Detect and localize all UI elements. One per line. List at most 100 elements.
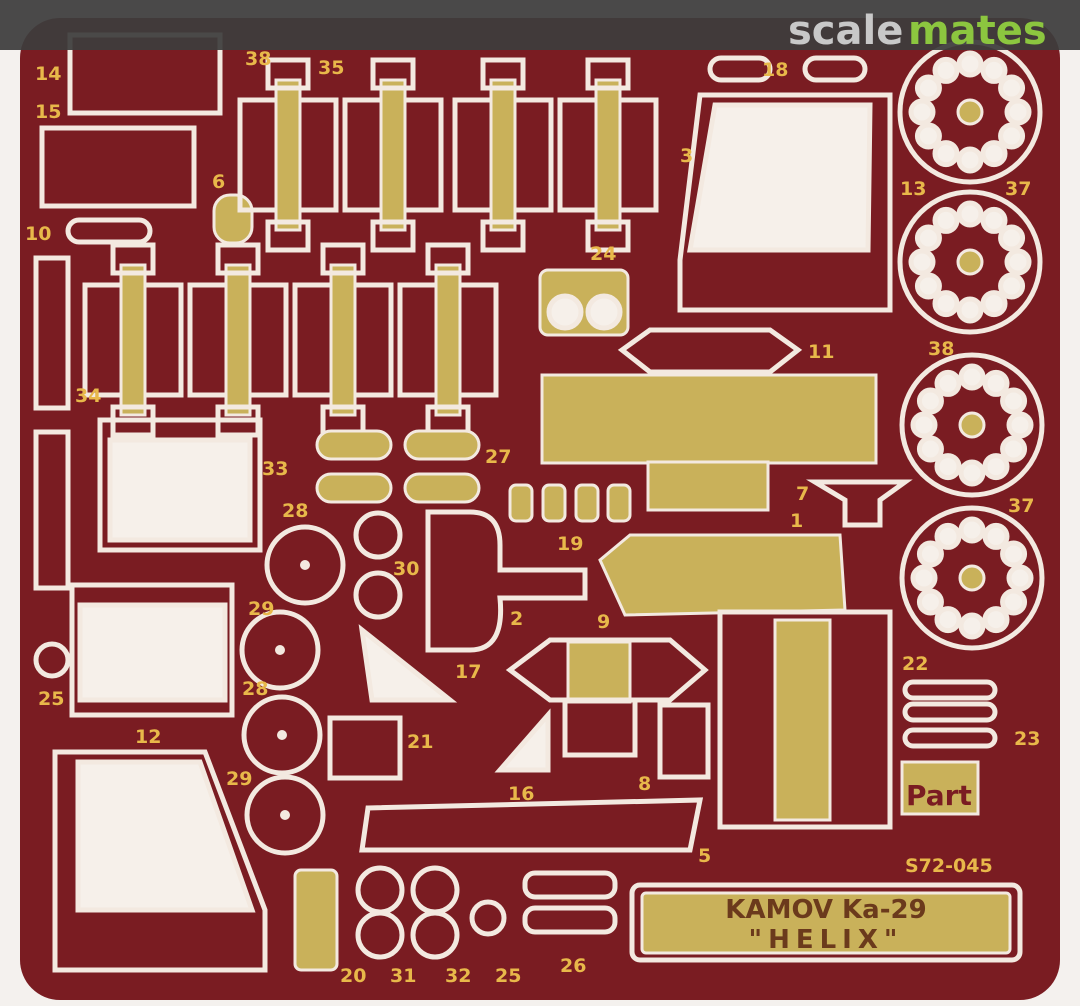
part-tab bbox=[265, 57, 311, 91]
part-7 bbox=[805, 479, 913, 528]
disc-hole bbox=[998, 272, 1026, 300]
part-27 bbox=[403, 429, 481, 461]
part-19 bbox=[541, 483, 567, 523]
part-tab bbox=[110, 404, 156, 438]
part-27 bbox=[315, 429, 393, 461]
part-number-label: 18 bbox=[762, 59, 788, 81]
part-number-label: 34 bbox=[75, 385, 101, 407]
disc-hole bbox=[958, 363, 986, 391]
disc-hole bbox=[914, 74, 942, 102]
part-logo-text: Part bbox=[906, 779, 972, 812]
wheel-hub bbox=[275, 645, 285, 655]
disc-hole bbox=[980, 290, 1008, 318]
disc-hole bbox=[958, 612, 986, 640]
disc-hole bbox=[934, 369, 962, 397]
part-9-brass bbox=[566, 640, 632, 704]
watermark-mates: mates bbox=[908, 8, 1047, 50]
disc-hole bbox=[916, 540, 944, 568]
part-number-label: 15 bbox=[35, 101, 61, 123]
part-34-strip bbox=[33, 255, 71, 411]
disc-hole bbox=[980, 206, 1008, 234]
wheel-hub bbox=[280, 810, 290, 820]
disc-hole bbox=[956, 50, 984, 78]
part-number-label: 27 bbox=[485, 446, 511, 468]
part-2 bbox=[425, 509, 588, 653]
part-35-mesh bbox=[329, 263, 357, 417]
part-number-label: 25 bbox=[495, 965, 521, 987]
disc-hole bbox=[1000, 435, 1028, 463]
disc-hole bbox=[934, 606, 962, 634]
watermark-scale: scale bbox=[788, 8, 903, 50]
part-27 bbox=[403, 472, 481, 504]
disc-hole bbox=[916, 435, 944, 463]
disc-hole bbox=[982, 369, 1010, 397]
part-28-wheel bbox=[239, 609, 321, 691]
disc-hole bbox=[998, 224, 1026, 252]
part-16 bbox=[494, 708, 551, 773]
disc-hub bbox=[958, 411, 986, 439]
disc-hub bbox=[958, 564, 986, 592]
part-number-label: 17 bbox=[455, 661, 481, 683]
part-25-ring bbox=[469, 899, 507, 937]
wheel-hub bbox=[277, 730, 287, 740]
part-tab bbox=[265, 219, 311, 253]
part-26 bbox=[522, 905, 618, 935]
disc-hole bbox=[934, 453, 962, 481]
part-11 bbox=[617, 327, 803, 375]
part-number-label: 13 bbox=[900, 178, 926, 200]
part-number-label: 22 bbox=[902, 653, 928, 675]
disc-hole bbox=[916, 588, 944, 616]
disc-hole bbox=[998, 74, 1026, 102]
part-5 bbox=[359, 797, 704, 853]
disc-hole bbox=[932, 56, 960, 84]
disc-hole bbox=[934, 522, 962, 550]
part-number-label: 37 bbox=[1005, 178, 1031, 200]
part-number-label: 11 bbox=[808, 341, 834, 363]
part-30-ring bbox=[410, 910, 460, 960]
part-number-label: 2 bbox=[510, 608, 523, 630]
part-tab bbox=[425, 242, 471, 276]
disc-hole bbox=[910, 564, 938, 592]
disc-hole bbox=[958, 516, 986, 544]
part-19 bbox=[574, 483, 600, 523]
part-19 bbox=[508, 483, 534, 523]
part-tab bbox=[480, 219, 526, 253]
disc-hole bbox=[956, 200, 984, 228]
part-number-label: 38 bbox=[928, 338, 954, 360]
part-number-label: 25 bbox=[38, 688, 64, 710]
disc-hole bbox=[914, 272, 942, 300]
part-number-label: 10 bbox=[25, 223, 51, 245]
part-number-label: 12 bbox=[135, 726, 161, 748]
part-30-ring bbox=[353, 570, 403, 620]
part-tab bbox=[320, 242, 366, 276]
part-27 bbox=[315, 472, 393, 504]
part-35-mesh bbox=[119, 263, 147, 417]
part-12 bbox=[69, 582, 235, 718]
part-window-bottom-left bbox=[52, 749, 268, 973]
disc-hub bbox=[956, 98, 984, 126]
part-12-window bbox=[77, 602, 228, 703]
disc-hole bbox=[1004, 248, 1032, 276]
part-26 bbox=[522, 870, 618, 900]
part-center-console bbox=[717, 609, 893, 830]
part-24-hole-b bbox=[585, 293, 623, 331]
part-10 bbox=[65, 217, 153, 245]
part-6 bbox=[212, 193, 254, 245]
part-35-mesh bbox=[489, 78, 517, 232]
disc-hole bbox=[982, 453, 1010, 481]
part-number-label: 5 bbox=[698, 845, 711, 867]
part-number-label: 3 bbox=[680, 145, 693, 167]
disc-hole bbox=[908, 248, 936, 276]
part-28-wheel bbox=[241, 694, 323, 776]
disc-hole bbox=[910, 411, 938, 439]
part-tab bbox=[215, 404, 261, 438]
part-number-label: 9 bbox=[597, 611, 610, 633]
part-21 bbox=[327, 715, 403, 781]
part-tab bbox=[370, 57, 416, 91]
disc-hole bbox=[956, 296, 984, 324]
disc-hole bbox=[956, 146, 984, 174]
part-18 bbox=[707, 55, 773, 83]
part-tab bbox=[585, 57, 631, 91]
part-35-mesh bbox=[224, 263, 252, 417]
